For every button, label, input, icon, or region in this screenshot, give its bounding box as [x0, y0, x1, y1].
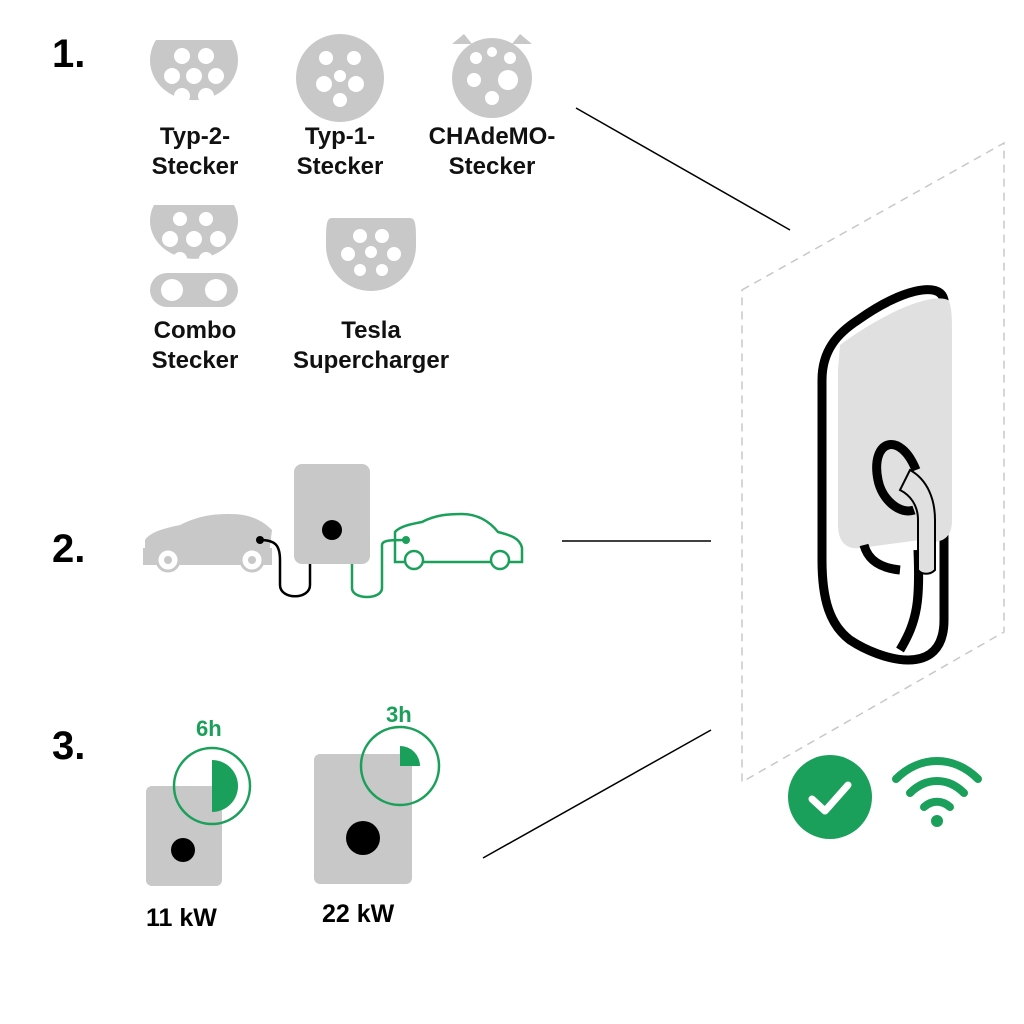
wifi-icon: [892, 757, 982, 827]
power-11kw: 11 kW: [146, 904, 217, 932]
label-typ2: Typ-2-Stecker: [151, 123, 239, 180]
type1-plug-icon: [296, 34, 384, 122]
wallbox-22kw-icon: [314, 754, 412, 884]
chademo-plug-icon: [452, 34, 532, 118]
step-number-3: 3.: [52, 724, 86, 768]
tesla-plug-icon: [326, 218, 416, 291]
wallbox-11kw-icon: [146, 786, 222, 886]
check-icon: [788, 755, 872, 839]
timer-3h-icon: [359, 725, 441, 807]
label-typ1: Typ-1-Stecker: [296, 123, 384, 180]
step-number-1: 1.: [52, 32, 86, 76]
combo-plug-icon: [150, 205, 238, 307]
step-number-2: 2.: [52, 527, 86, 571]
large-wallbox-icon: [817, 285, 952, 665]
time-6h: 6h: [196, 716, 222, 741]
electric-car-icon: [393, 512, 524, 571]
timer-6h-icon: [172, 746, 252, 826]
wallbox-icon: [294, 464, 370, 564]
type2-plug-icon: [150, 40, 238, 104]
power-22kw: 22 kW: [322, 900, 395, 928]
label-chademo: CHAdeMO-Stecker: [428, 123, 556, 180]
car-icon: [143, 514, 272, 573]
time-3h: 3h: [386, 702, 412, 727]
